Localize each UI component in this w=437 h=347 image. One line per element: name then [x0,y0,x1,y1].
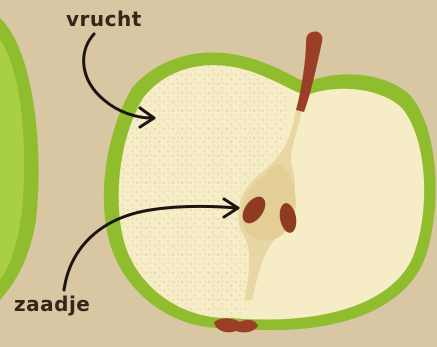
label-zaadje: zaadje [14,292,90,316]
label-vrucht: vrucht [66,7,142,31]
blossom-end [214,318,258,332]
